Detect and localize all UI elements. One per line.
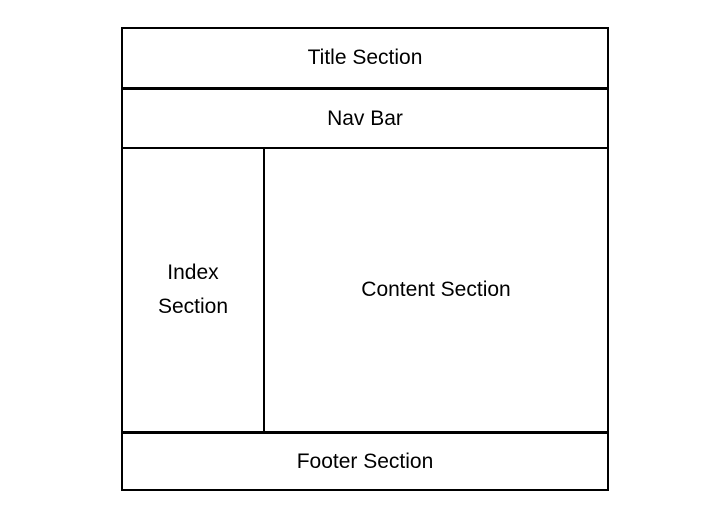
layout-wireframe-diagram: Title Section Nav Bar Index Section Cont… <box>121 27 609 491</box>
nav-bar-label: Nav Bar <box>327 106 403 130</box>
content-section-box: Content Section <box>265 149 607 431</box>
title-section-label: Title Section <box>307 46 423 69</box>
index-section-label-line2: Section <box>157 295 229 318</box>
title-section-box: Title Section <box>123 29 607 90</box>
footer-section-label: Footer Section <box>296 449 434 473</box>
middle-row: Index Section Content Section <box>123 149 607 434</box>
content-section-label: Content Section <box>361 278 511 301</box>
index-section-box: Index Section <box>123 149 265 431</box>
nav-bar-box: Nav Bar <box>123 90 607 149</box>
index-section-label: Index Section <box>158 256 228 324</box>
index-section-label-line1: Index <box>167 261 219 284</box>
footer-section-box: Footer Section <box>123 434 607 489</box>
